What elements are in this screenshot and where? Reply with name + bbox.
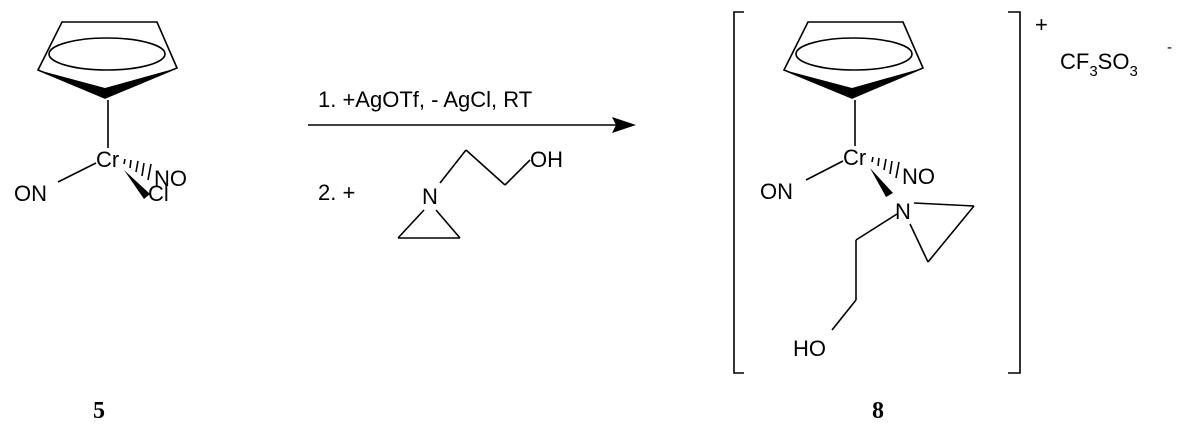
- compound-5: Cr ON NO Cl 5: [14, 21, 187, 424]
- right-bracket: [1008, 11, 1021, 374]
- on-bond: [805, 160, 844, 181]
- ligand-no-label: NO: [902, 164, 935, 189]
- cp-ring-aromatic: [795, 37, 913, 71]
- counterion-formula: CF3SO3: [1060, 49, 1138, 80]
- no-hashed-bond: [123, 158, 152, 181]
- left-bracket: [733, 11, 744, 374]
- cp-ring: [782, 21, 925, 99]
- condition-step-1: 1. +AgOTf, - AgCl, RT: [318, 87, 532, 112]
- metal-label: Cr: [843, 145, 866, 170]
- cp-ring-front-edge: [784, 68, 923, 98]
- reagent-aziridine-ethanol: N OH: [397, 147, 563, 239]
- on-bond: [57, 162, 97, 183]
- cp-ring-front-edge: [38, 68, 177, 98]
- condition-step-2: 2. +: [318, 180, 355, 205]
- no-hashed-bond: [871, 156, 900, 179]
- ligand-on-label: ON: [760, 179, 793, 204]
- ligand-cl-label: Cl: [148, 181, 169, 206]
- ligand-no-label: NO: [154, 166, 187, 191]
- reaction-conditions: 1. +AgOTf, - AgCl, RT 2. + N OH: [308, 87, 636, 239]
- reagent-oh-label: OH: [530, 147, 563, 172]
- cp-ring-aromatic: [48, 37, 166, 71]
- metal-label: Cr: [96, 147, 119, 172]
- n-wedge-bond: [870, 168, 893, 197]
- ligand-ho-label: HO: [793, 336, 826, 361]
- cp-ring: [36, 21, 179, 99]
- reaction-arrow-head: [612, 117, 636, 133]
- reagent-n-label: N: [422, 184, 438, 209]
- ligand-n-label: N: [895, 199, 911, 224]
- ligand-on-label: ON: [14, 181, 47, 206]
- compound-8: + Cr ON NO N HO 8: [733, 11, 1048, 424]
- compound-8-number: 8: [872, 398, 884, 424]
- compound-5-number: 5: [93, 398, 105, 424]
- counterion-triflate: CF3SO3 -: [1060, 39, 1172, 80]
- complex-charge: +: [1035, 12, 1048, 37]
- cl-wedge-bond: [124, 170, 150, 199]
- counterion-charge: -: [1167, 39, 1172, 56]
